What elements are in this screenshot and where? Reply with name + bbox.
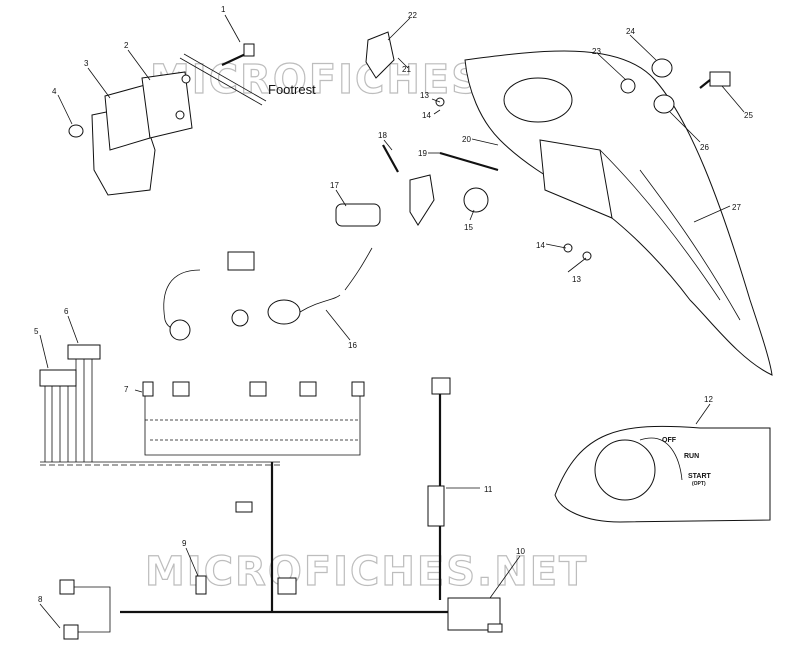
watermark-bottom: MICROFICHES.NET (145, 549, 588, 595)
callout-3: 3 (84, 59, 89, 68)
callouts: 1 2 3 4 5 6 7 8 9 10 11 12 13 13 14 14 1… (34, 5, 753, 604)
callout-6: 6 (64, 307, 69, 316)
callout-18: 18 (378, 131, 387, 140)
callout-24: 24 (626, 27, 635, 36)
callout-19: 19 (418, 149, 427, 158)
callout-27: 27 (732, 203, 741, 212)
footrest-assembly (68, 43, 267, 196)
callout-11: 11 (484, 485, 493, 494)
ignition-parts (365, 31, 731, 114)
callout-7: 7 (124, 385, 129, 394)
callout-23: 23 (592, 47, 601, 56)
callout-16: 16 (348, 341, 357, 350)
key-switch-inset (554, 425, 771, 523)
callout-20: 20 (462, 135, 471, 144)
callout-8: 8 (38, 595, 43, 604)
wiring-harness (39, 344, 503, 640)
callout-14-top: 14 (422, 111, 431, 120)
callout-26: 26 (700, 143, 709, 152)
callout-10: 10 (516, 547, 525, 556)
callout-14-bottom: 14 (536, 241, 545, 250)
callout-17: 17 (330, 181, 339, 190)
switch-off-label: OFF (662, 437, 677, 444)
callout-13-bottom: 13 (572, 275, 581, 284)
callout-12: 12 (704, 395, 713, 404)
callout-9: 9 (182, 539, 187, 548)
callout-leaders (39, 14, 745, 629)
switch-start-note: (OPT) (692, 481, 706, 487)
tether-cord (163, 247, 373, 341)
callout-25: 25 (744, 111, 753, 120)
footrest-label: Footrest (268, 82, 316, 97)
callout-1: 1 (221, 5, 226, 14)
switch-run-label: RUN (684, 453, 699, 460)
callout-15: 15 (464, 223, 473, 232)
mid-parts (335, 97, 592, 261)
callout-5: 5 (34, 327, 39, 336)
switch-start-label: START (688, 473, 712, 480)
callout-13-top: 13 (420, 91, 429, 100)
callout-4: 4 (52, 87, 57, 96)
callout-2: 2 (124, 41, 129, 50)
callout-21: 21 (402, 65, 411, 74)
fender-dash (464, 50, 773, 376)
callout-22: 22 (408, 11, 417, 20)
